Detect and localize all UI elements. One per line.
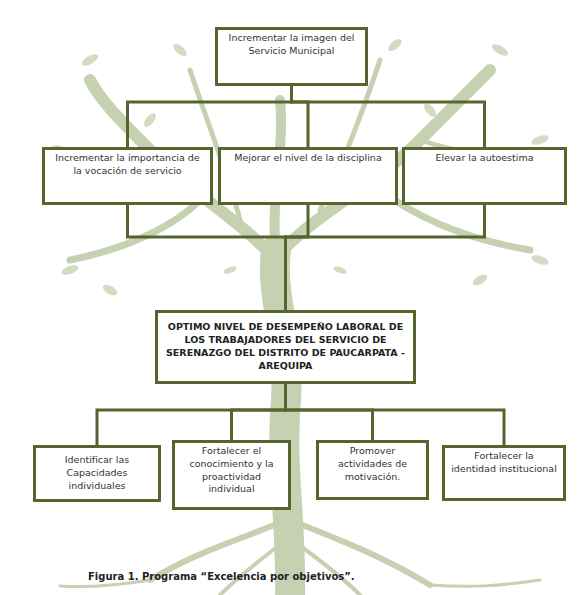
connector-line	[292, 86, 309, 147]
box-text-wrap: Fortalecer el conocimiento y la proactiv…	[181, 445, 282, 496]
connector-line	[286, 384, 373, 440]
box-text-wrap: OPTIMO NIVEL DE DESEMPEÑO LABORAL DE LOS…	[164, 321, 407, 372]
box-text: OPTIMO NIVEL DE DESEMPEÑO LABORAL DE LOS…	[164, 321, 407, 372]
box-text: Incrementar la imagen del Servicio Munic…	[224, 32, 359, 58]
objective-box: Fortalecer el conocimiento y la proactiv…	[172, 440, 291, 510]
connector-line	[286, 384, 505, 445]
box-text-wrap: Fortalecer la identidad institucional	[451, 450, 557, 476]
objective-box: Incrementar la importancia de la vocació…	[42, 147, 213, 205]
box-text: Identificar las Capacidades individuales	[42, 454, 152, 492]
objective-box: Fortalecer la identidad institucional	[442, 445, 566, 501]
objective-box: Promover actividades de motivación.	[316, 440, 429, 500]
box-text-wrap: Identificar las Capacidades individuales	[42, 454, 152, 492]
objective-box: Identificar las Capacidades individuales	[33, 445, 161, 502]
box-text-wrap: Incrementar la importancia de la vocació…	[51, 152, 204, 178]
connector-line	[286, 205, 309, 310]
figure-caption: Figura 1. Programa “Excelencia por objet…	[88, 571, 355, 582]
objective-box: Mejorar el nivel de la disciplina	[218, 147, 398, 205]
connector-line	[292, 86, 485, 147]
central-objective-box: OPTIMO NIVEL DE DESEMPEÑO LABORAL DE LOS…	[155, 310, 416, 384]
box-text-wrap: Incrementar la imagen del Servicio Munic…	[224, 32, 359, 58]
box-text-wrap: Mejorar el nivel de la disciplina	[234, 152, 381, 165]
connector-line	[128, 86, 292, 147]
box-text: Promover actividades de motivación.	[325, 445, 420, 483]
objective-box: Elevar la autoestima	[402, 147, 567, 205]
connector-line	[232, 384, 286, 440]
box-text: Mejorar el nivel de la disciplina	[234, 152, 381, 165]
box-text: Fortalecer la identidad institucional	[451, 450, 557, 476]
box-text: Elevar la autoestima	[436, 152, 534, 165]
objective-box: Incrementar la imagen del Servicio Munic…	[215, 27, 368, 86]
box-text: Fortalecer el conocimiento y la proactiv…	[181, 445, 282, 496]
connector-line	[286, 205, 485, 310]
box-text: Incrementar la importancia de la vocació…	[51, 152, 204, 178]
connector-line	[97, 384, 286, 445]
box-text-wrap: Promover actividades de motivación.	[325, 445, 420, 483]
connector-line	[128, 205, 286, 310]
box-text-wrap: Elevar la autoestima	[436, 152, 534, 165]
